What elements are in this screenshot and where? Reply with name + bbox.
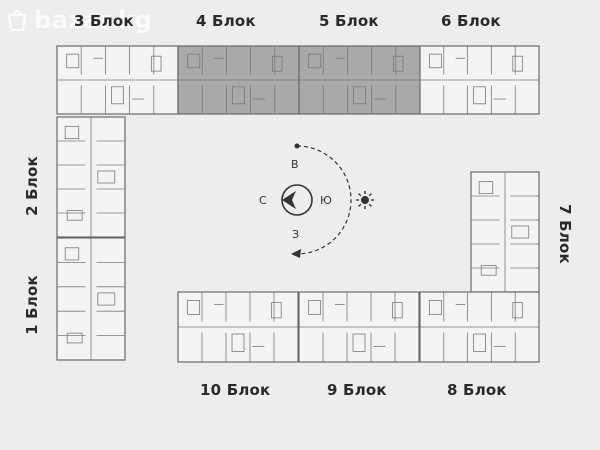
compass-arc-arrowhead-icon	[291, 249, 301, 258]
room-outline	[473, 86, 486, 105]
block-7-label[interactable]: 7 Блок	[556, 204, 574, 264]
room-outline	[187, 53, 201, 69]
block-9-label[interactable]: 9 Блок	[327, 381, 387, 399]
sun-icon	[356, 191, 374, 209]
room-outline	[353, 86, 366, 105]
compass-arrow-icon	[282, 191, 296, 209]
block-1-label[interactable]: 1 Блок	[23, 275, 41, 335]
room-outline	[308, 299, 322, 315]
room-outline	[187, 299, 201, 315]
watermark-logo-icon	[7, 9, 27, 32]
room-outline	[512, 55, 523, 72]
room-outline	[512, 302, 523, 319]
room-outline	[478, 181, 494, 195]
compass-arc	[296, 145, 352, 255]
compass: С В Ю З	[259, 143, 374, 258]
room-outline	[111, 86, 124, 105]
compass-east: В	[291, 158, 299, 171]
compass-west: З	[292, 228, 299, 241]
room-outline	[511, 225, 530, 239]
room-outline	[271, 55, 283, 72]
room-outline	[231, 333, 245, 352]
room-outline	[352, 333, 366, 352]
room-outline	[97, 292, 116, 306]
block-8-label[interactable]: 8 Блок	[447, 381, 507, 399]
room-outline	[64, 126, 80, 139]
room-outline	[150, 55, 162, 72]
room-outline	[392, 302, 403, 319]
room-outline	[64, 247, 80, 261]
room-outline	[97, 170, 116, 184]
room-outline	[66, 53, 80, 69]
room-outline	[271, 302, 282, 319]
room-outline	[429, 53, 442, 69]
block-3-label[interactable]: 3 Блок	[74, 12, 134, 30]
room-outline	[480, 265, 497, 276]
compass-south: Ю	[320, 194, 332, 207]
room-outline	[66, 210, 83, 221]
room-outline	[232, 86, 245, 105]
watermark-text: bazar.kg	[34, 6, 153, 34]
block-10-label[interactable]: 10 Блок	[200, 381, 271, 399]
compass-start-dot	[294, 143, 300, 149]
compass-north: С	[259, 194, 267, 207]
room-outline	[308, 53, 322, 69]
block-6-label[interactable]: 6 Блок	[441, 12, 501, 30]
block-2-label[interactable]: 2 Блок	[23, 156, 41, 216]
block-4-label[interactable]: 4 Блок	[196, 12, 256, 30]
block-5-label[interactable]: 5 Блок	[319, 12, 379, 30]
room-outline	[429, 299, 442, 315]
room-outline	[473, 333, 486, 352]
room-outline	[66, 332, 83, 344]
room-outline	[392, 55, 404, 72]
